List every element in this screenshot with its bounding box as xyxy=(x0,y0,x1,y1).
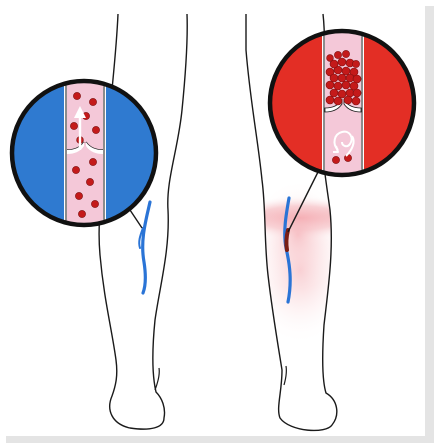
normal-flow-magnifier xyxy=(12,78,156,228)
frame-shadow-right xyxy=(425,6,434,443)
frame-shadow-bottom xyxy=(6,436,434,443)
clot-magnifier xyxy=(270,28,414,178)
clot-in-vein xyxy=(286,230,288,250)
